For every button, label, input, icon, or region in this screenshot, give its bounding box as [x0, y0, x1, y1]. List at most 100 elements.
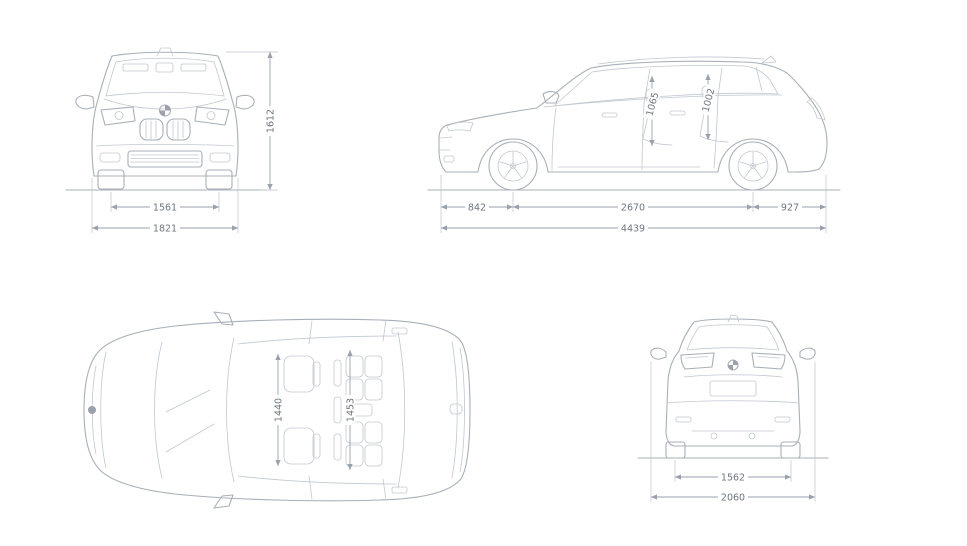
front-track-value: 1561	[153, 203, 177, 214]
door-handle-front	[601, 112, 618, 118]
license-plate-recess	[709, 380, 757, 397]
front-interior-width-value: 1440	[274, 398, 285, 422]
front-view: 1612 1561 1821	[65, 47, 278, 235]
shark-fin-antenna	[761, 55, 777, 64]
tailgate-details	[666, 374, 800, 440]
top-view: 1440 1453	[83, 311, 471, 509]
dim-label: 1612	[264, 106, 277, 136]
front-bumper	[95, 144, 235, 168]
dim-rear-interior-width: 1453	[344, 350, 357, 470]
windshield	[105, 57, 225, 97]
dim-label: 1440	[272, 395, 285, 425]
rear-window-edge	[451, 341, 458, 479]
shark-fin-antenna	[727, 314, 740, 323]
rear-overhang-value: 927	[781, 203, 799, 214]
side-view: 1065 1002 842 2670	[427, 55, 841, 235]
dim-rear-overhang: 927	[753, 175, 827, 233]
antenna-fin	[156, 47, 174, 57]
dim-label: 4439	[618, 222, 648, 235]
tire-right	[780, 441, 801, 459]
rear-wheel	[728, 141, 778, 191]
bmw-roundel-icon	[88, 406, 96, 414]
rear-bench-top	[333, 355, 383, 467]
rear-window	[686, 324, 780, 351]
rear-antenna	[449, 403, 463, 415]
roof-detail	[391, 486, 408, 494]
side-mirror-right	[235, 94, 255, 110]
side-mirror-top	[213, 311, 234, 326]
headlight-right	[194, 106, 230, 126]
dim-label: 1561	[150, 201, 180, 214]
windshield-base	[154, 341, 163, 479]
tire-left	[97, 169, 125, 190]
overall-length-value: 4439	[621, 224, 645, 235]
windshield-details	[122, 62, 207, 73]
tire-left	[665, 441, 686, 459]
hood-and-glass-lines	[91, 331, 465, 489]
front-interior-height-value: 1065	[645, 91, 662, 117]
dim-front-overhang: 842	[440, 175, 514, 233]
dim-rear-track: 1562	[674, 460, 792, 484]
rear-view: 1562 2060	[637, 314, 829, 504]
rear-overall-width-value: 2060	[721, 493, 745, 504]
exhaust-right	[748, 432, 756, 440]
headlight-left	[100, 106, 136, 126]
side-mirror-left	[75, 94, 95, 110]
rear-interior-height-value: 1002	[701, 87, 718, 113]
wiper	[165, 389, 211, 413]
front-height-value: 1612	[266, 109, 277, 133]
dim-rear-interior-height: 1002	[698, 74, 718, 140]
bmw-roundel-icon	[727, 359, 739, 371]
fog-light	[443, 155, 455, 163]
dim-label: 1821	[150, 222, 180, 235]
dim-front-interior-width: 1440	[272, 354, 285, 466]
dim-label: 927	[778, 201, 802, 214]
taillight-left	[680, 352, 715, 370]
dim-label: 2060	[718, 491, 748, 504]
dim-label: 1562	[718, 471, 748, 484]
dim-overall-length: 4439	[441, 222, 826, 235]
rear-interior-width-value: 1453	[346, 398, 357, 422]
reflector-left	[675, 416, 692, 423]
roof-rear-edge	[397, 331, 406, 489]
front-overhang-value: 842	[468, 203, 486, 214]
door-seams	[308, 319, 387, 501]
dim-front-track: 1561	[110, 192, 220, 214]
dim-front-interior-height: 1065	[642, 76, 662, 146]
bmw-roundel-icon	[158, 104, 172, 117]
wiper	[165, 423, 215, 453]
side-mirror-right	[799, 347, 816, 360]
front-seats-top	[283, 355, 321, 465]
dim-front-width: 1821	[91, 178, 239, 235]
roof-front-edge	[226, 337, 235, 483]
dim-label: 1002	[698, 84, 718, 116]
body-outline	[83, 318, 471, 502]
dim-label: 2670	[618, 201, 648, 214]
side-mirror-left	[650, 347, 667, 360]
bumper-line	[666, 400, 800, 404]
dim-wheelbase: 2670	[513, 192, 754, 214]
body-outline	[91, 51, 239, 177]
front-fascia-details	[439, 121, 474, 163]
headlight	[446, 121, 474, 132]
body-outline	[438, 60, 828, 173]
dim-label: 842	[465, 201, 489, 214]
front-width-value: 1821	[153, 224, 177, 235]
pillars-and-seams	[543, 66, 783, 171]
door-handle-rear	[669, 110, 686, 116]
taillight-right	[751, 352, 786, 370]
kidney-grille	[139, 118, 191, 141]
rear-track-value: 1562	[721, 473, 745, 484]
tire-right	[205, 169, 233, 190]
roof-rail	[597, 56, 765, 65]
body-outline	[665, 318, 801, 447]
fog-light-left	[99, 152, 121, 163]
fog-light-right	[209, 152, 231, 163]
side-mirror	[542, 91, 560, 104]
taillight	[806, 97, 826, 121]
dim-front-height: 1612	[226, 51, 278, 191]
front-wheel	[488, 141, 538, 191]
window-glasshouse	[553, 64, 779, 107]
